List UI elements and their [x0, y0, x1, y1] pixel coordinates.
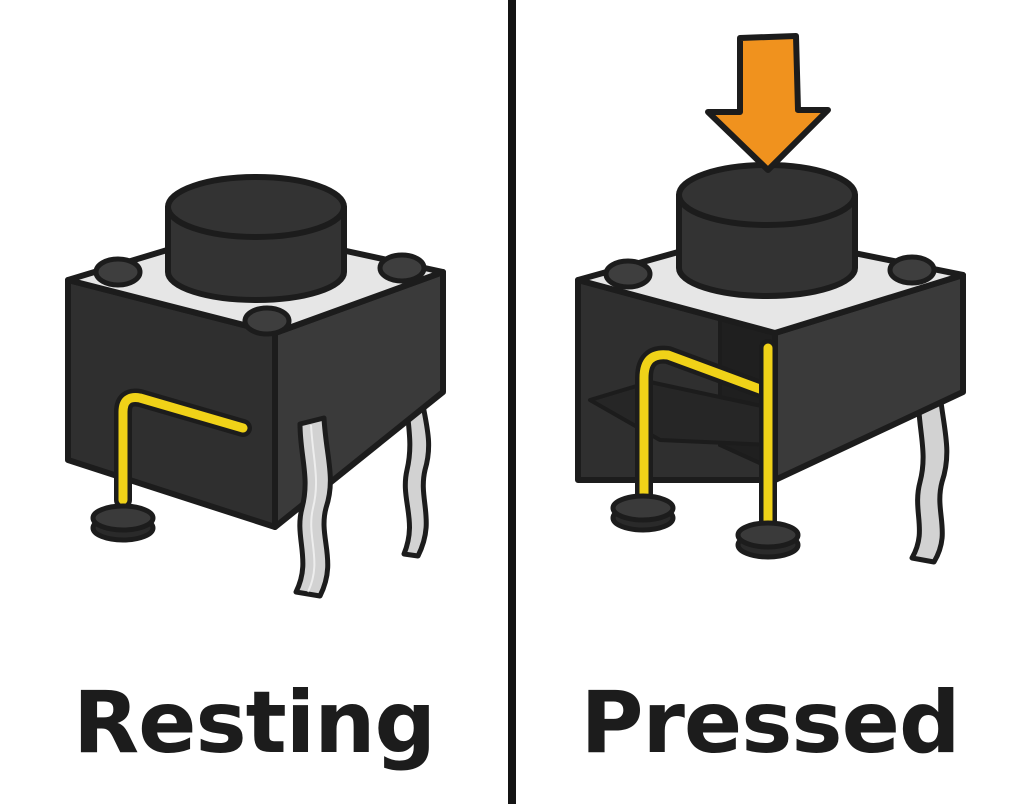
caption-pressed: Pressed	[580, 673, 960, 773]
foot-pad	[735, 520, 801, 560]
lead-rear-right	[909, 389, 950, 565]
down-arrow-icon	[705, 33, 831, 173]
foot-pad	[90, 503, 156, 543]
pressed-switch	[575, 33, 966, 565]
rivet	[377, 252, 427, 284]
rivet	[242, 305, 292, 337]
rivet	[93, 256, 143, 288]
contact-wire	[635, 339, 777, 533]
rivets	[603, 254, 937, 290]
rivet	[603, 258, 653, 290]
foot-pad	[610, 493, 676, 533]
button-knob	[165, 174, 347, 303]
resting-switch	[65, 174, 446, 599]
caption-resting: Resting	[72, 673, 436, 773]
contact-wire	[114, 388, 252, 509]
rivet	[887, 254, 937, 286]
button-knob	[676, 162, 858, 299]
lead-front-right	[293, 415, 333, 599]
rivets	[93, 252, 427, 337]
lead-rear-right	[401, 377, 432, 559]
